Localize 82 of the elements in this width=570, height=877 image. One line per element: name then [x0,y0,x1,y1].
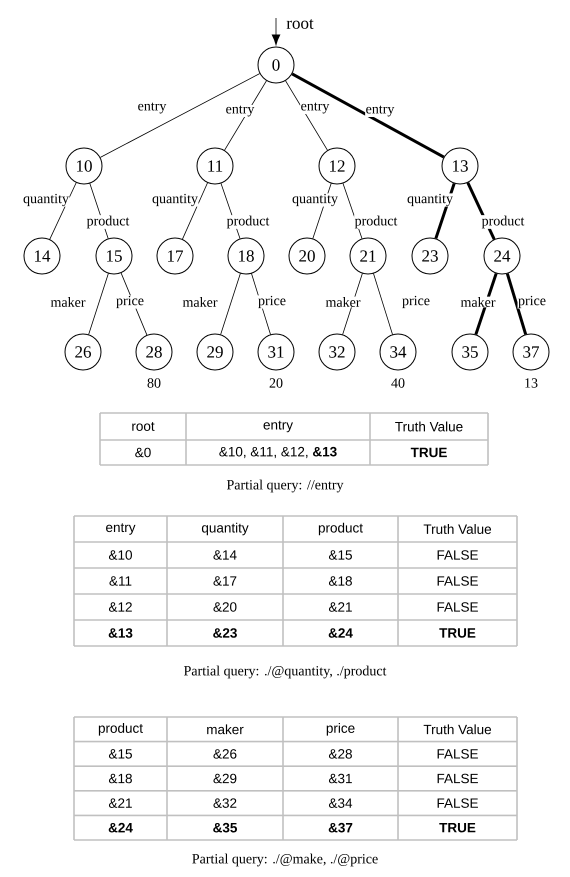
table-cell: Truth Value [395,422,463,432]
edge-label: maker [325,296,361,308]
edge-label: entry [137,102,167,114]
tree-edge [88,273,109,335]
table-cell: FALSE [438,602,478,612]
edge-label: entry [365,105,395,117]
table-cell: quantity [202,522,249,536]
value-label: 13 [525,378,538,388]
table-cell: &24 [108,822,133,832]
table-cell: &10 [108,550,132,560]
table-cell: &12 [108,602,132,612]
edge-label: price [518,295,546,309]
edge-label: product [481,215,525,229]
table-cell: FALSE [438,550,478,560]
table-cell: &15 [328,550,352,560]
table-cell: &28 [328,749,352,759]
edge-label: product [226,215,270,229]
table-cell: root [132,422,155,431]
edge-label: price [258,295,286,309]
query-caption: Partial query: ./@quantity, ./product [184,666,386,678]
table-cell: FALSE [438,798,478,808]
table-cell: entry [264,420,293,432]
table-cell: Truth Value [424,724,492,734]
table-cell: &17 [213,576,236,586]
edge-label: maker [460,296,496,308]
table-cell: &26 [213,749,236,759]
edge-label: price [402,295,430,309]
edge-label: entry [300,102,330,114]
edge-label: product [354,215,398,229]
table-cell: &21 [328,602,352,612]
table-cell: &18 [328,576,352,586]
tree-edge [220,273,241,335]
table-cell: maker [207,724,244,734]
edge-label: quantity [152,193,198,207]
table-cell: &29 [213,774,236,784]
table-cell: &32 [213,798,236,808]
table-cell: FALSE [438,774,478,784]
tree-edge [182,182,208,240]
edge-label: price [116,295,144,309]
table-cell: &13 [108,628,132,638]
query-caption: Partial query: ./@make, ./@price [192,854,378,866]
table-cell: &35 [213,822,237,832]
table-cell: TRUE [439,628,476,638]
table-cell: TRUE [410,448,447,458]
value-label: 40 [391,378,404,388]
edge-label: root [286,18,314,30]
table-cell: &20 [213,602,236,612]
table-cell: price [326,723,355,736]
edge-label: entry [225,105,255,117]
table-cell: &31 [328,774,352,784]
table-cell: &0 [135,448,151,458]
table-cell: product [318,522,363,536]
edge-label: maker [182,296,218,308]
table-cell: &18 [108,774,132,784]
edge-label: quantity [292,193,338,207]
value-label: 80 [148,378,160,388]
table-cell: Truth Value [424,524,492,534]
edge-label: quantity [406,193,454,207]
table-cell: product [98,723,143,736]
table-cell: &11 [109,576,132,586]
value-label: 20 [270,378,282,388]
query-caption: Partial query: //entry [226,480,344,492]
table-cell: &37 [328,822,352,832]
tree-edge [373,273,393,335]
table-cell: FALSE [438,576,478,586]
tree-edge [100,73,260,158]
table-cell: &10, &11, &12, &13 [219,446,337,458]
edge-label: product [86,215,130,229]
table-cell: &14 [213,550,237,560]
table-cell: entry [106,523,136,535]
table-cell: &24 [328,628,353,638]
table-cell: &21 [108,798,132,808]
table-cell: FALSE [438,749,478,759]
table-cell: &34 [328,798,352,808]
table-cell: TRUE [439,823,476,832]
table-cell: &15 [108,749,132,759]
table-cell: &23 [213,628,237,638]
tree-edge [506,273,528,335]
tree-edge [292,72,445,158]
arrow [272,18,280,46]
edge-label: maker [50,296,86,308]
edge-label: quantity [22,193,70,207]
